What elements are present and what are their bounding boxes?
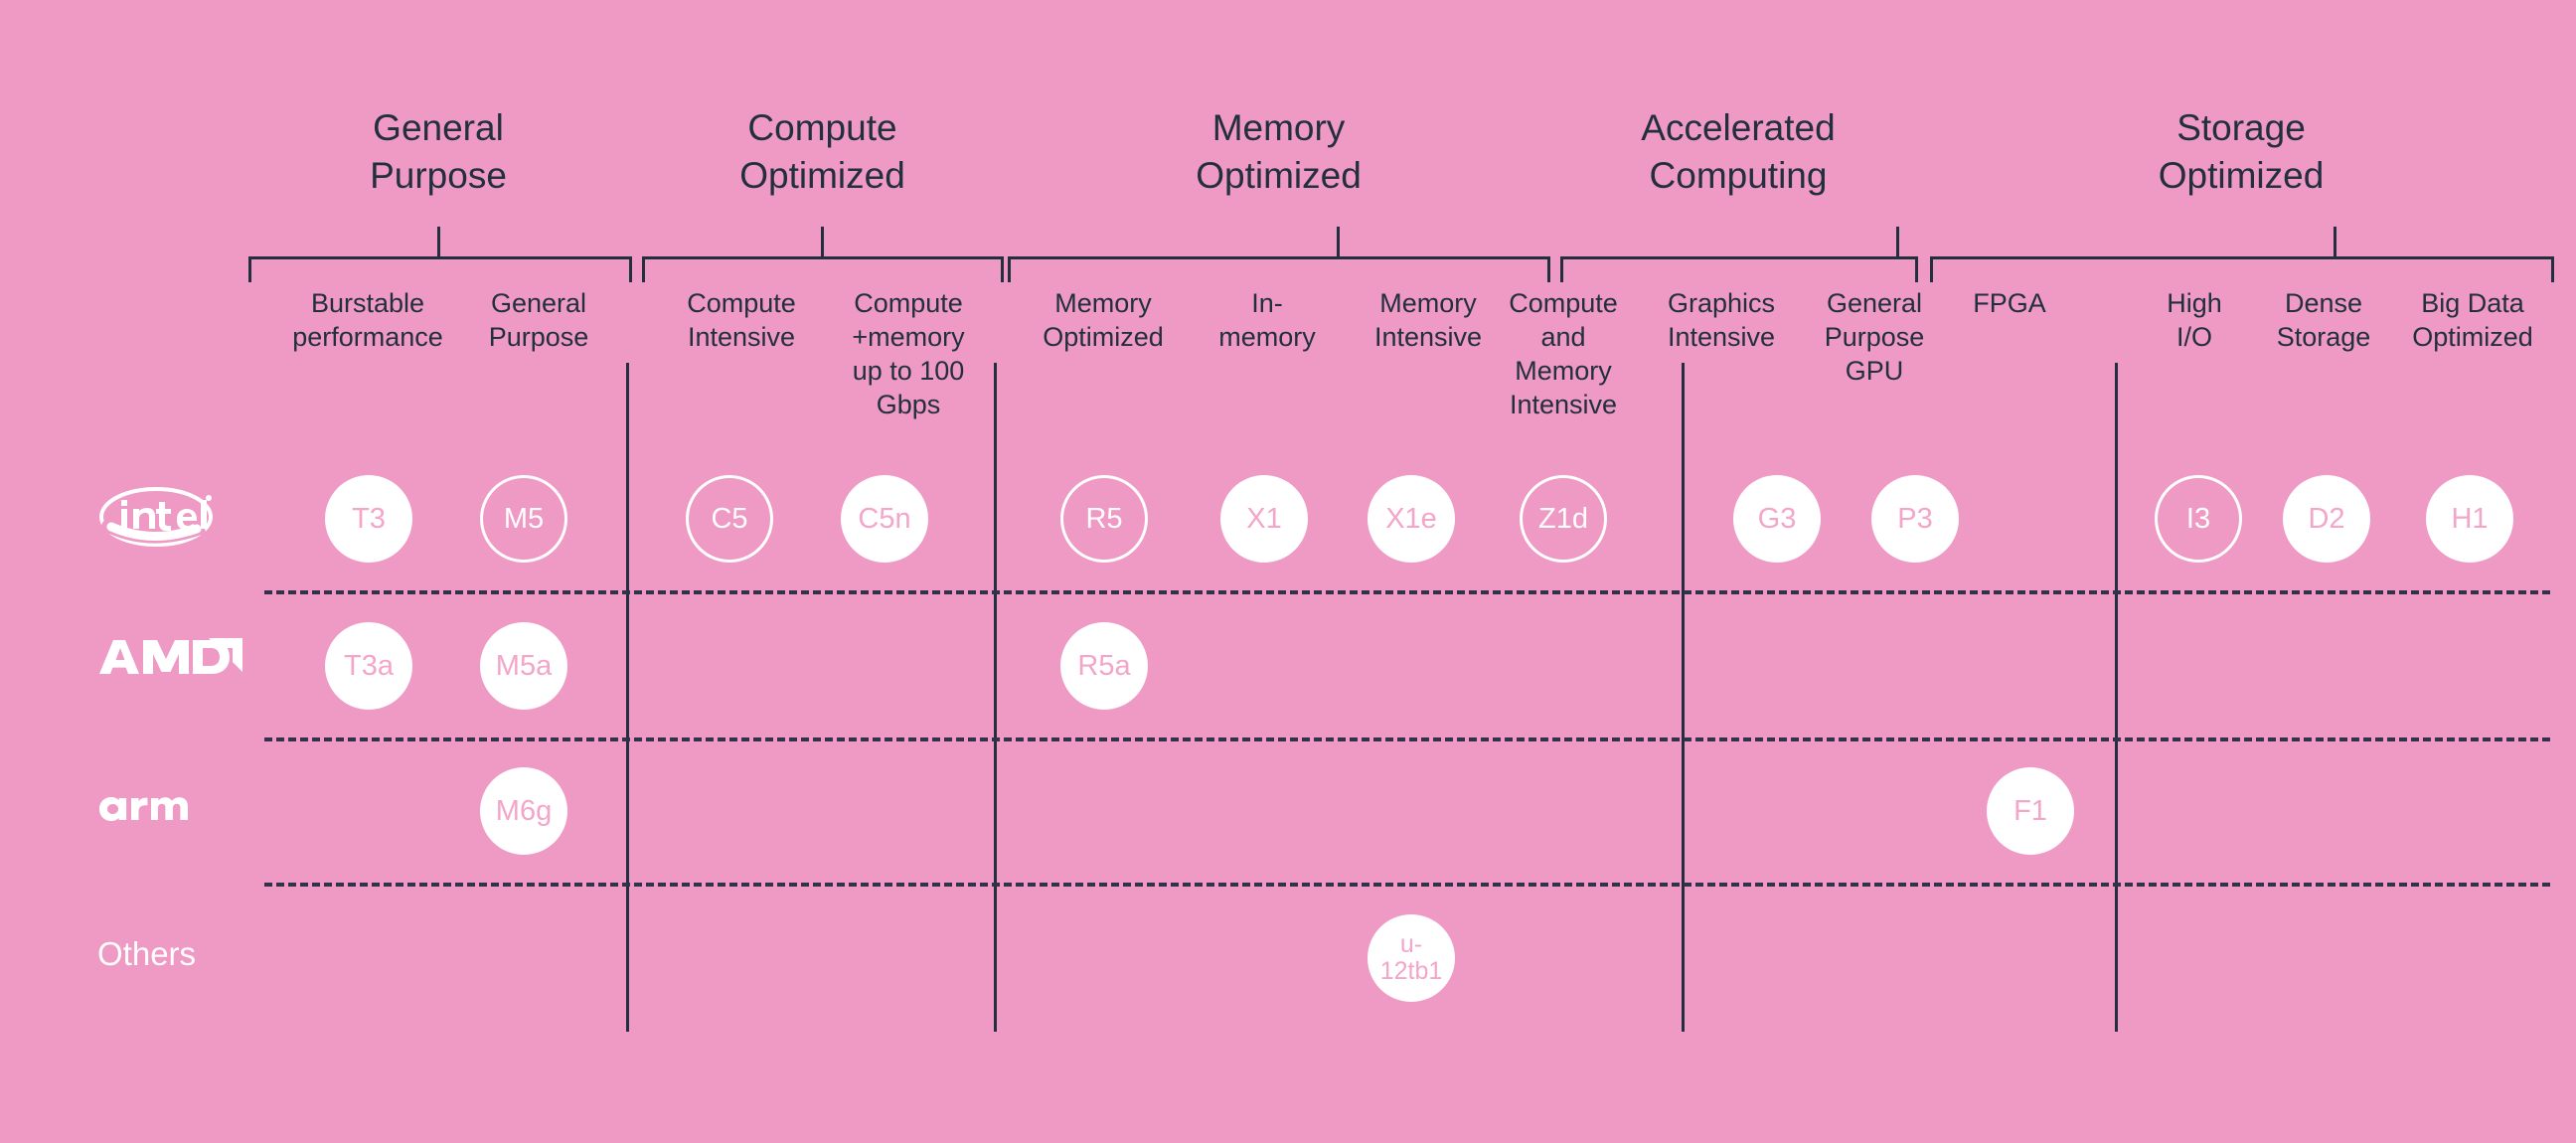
category-separator-4 [2115,363,2118,1032]
category-title-storage-optimized: Storage Optimized [2158,107,2325,196]
subcolumn-label-fpga: FPGA [1973,288,2046,318]
subcolumn-label-compute-intensive: Compute Intensive [687,288,796,352]
chip-x1e[interactable]: X1e [1368,475,1455,563]
bracket-stem-general-purpose [437,227,440,258]
vendor-label-others: Others [97,935,197,972]
subcolumn-label-high-io: High I/O [2167,288,2222,352]
chip-r5a[interactable]: R5a [1060,622,1148,710]
row-separator-intel-amd [264,590,2550,594]
chip-x1[interactable]: X1 [1220,475,1308,563]
chip-t3a[interactable]: T3a [325,622,412,710]
chip-g3[interactable]: G3 [1733,475,1821,563]
row-separator-arm-others [264,883,2550,887]
category-title-accelerated-computing: Accelerated Computing [1641,107,1836,196]
bracket-stem-storage-optimized [2334,227,2336,258]
row-separator-amd-arm [264,737,2550,741]
chip-d2[interactable]: D2 [2283,475,2370,563]
subcolumn-label-burstable-performance: Burstable performance [292,288,443,352]
subcolumn-label-big-data-optimized: Big Data Optimized [2412,288,2533,352]
subcolumn-label-dense-storage: Dense Storage [2276,288,2371,352]
chip-h1[interactable]: H1 [2426,475,2513,563]
subcolumn-label-general-purpose-sub: General Purpose [488,288,589,352]
bracket-stem-compute-optimized [821,227,824,258]
vendor-logo-arm [97,785,209,829]
chip-m5[interactable]: M5 [480,475,567,563]
chip-m5a[interactable]: M5a [480,622,567,710]
bracket-accelerated-computing [1560,256,1918,282]
chip-c5[interactable]: C5 [686,475,773,563]
vendor-logo-amd [97,636,244,680]
subcolumn-label-in-memory: In- memory [1218,288,1316,352]
bracket-stem-memory-optimized [1337,227,1340,258]
bracket-compute-optimized [642,256,1004,282]
bracket-general-purpose [248,256,632,282]
subcolumn-label-compute-memory-100gbps: Compute +memory up to 100 Gbps [852,288,965,419]
category-title-memory-optimized: Memory Optimized [1196,107,1362,196]
chip-r5[interactable]: R5 [1060,475,1148,563]
chip-i3[interactable]: I3 [2155,475,2242,563]
subcolumn-label-graphics-intensive: Graphics Intensive [1667,288,1776,352]
category-title-compute-optimized: Compute Optimized [739,107,905,196]
category-separator-2 [994,363,997,1032]
chip-u-12tb1[interactable]: u- 12tb1 [1368,914,1455,1002]
chip-t3[interactable]: T3 [325,475,412,563]
bracket-memory-optimized [1008,256,1550,282]
bracket-storage-optimized [1930,256,2554,282]
chip-m6g[interactable]: M6g [480,767,567,855]
vendor-logo-intel [97,485,215,549]
category-title-general-purpose: General Purpose [370,107,507,196]
chip-p3[interactable]: P3 [1871,475,1959,563]
bracket-stem-accelerated-computing [1896,227,1899,258]
category-separator-3 [1682,363,1685,1032]
subcolumn-label-compute-and-memory-intensive: Compute and Memory Intensive [1509,288,1618,419]
subcolumn-label-general-purpose-gpu: General Purpose GPU [1824,288,1925,386]
subcolumn-label-memory-optimized-sub: Memory Optimized [1043,288,1164,352]
chip-c5n[interactable]: C5n [841,475,928,563]
chip-z1d[interactable]: Z1d [1520,475,1607,563]
chip-f1[interactable]: F1 [1987,767,2074,855]
category-separator-1 [626,363,629,1032]
subcolumn-label-memory-intensive: Memory Intensive [1373,288,1483,352]
